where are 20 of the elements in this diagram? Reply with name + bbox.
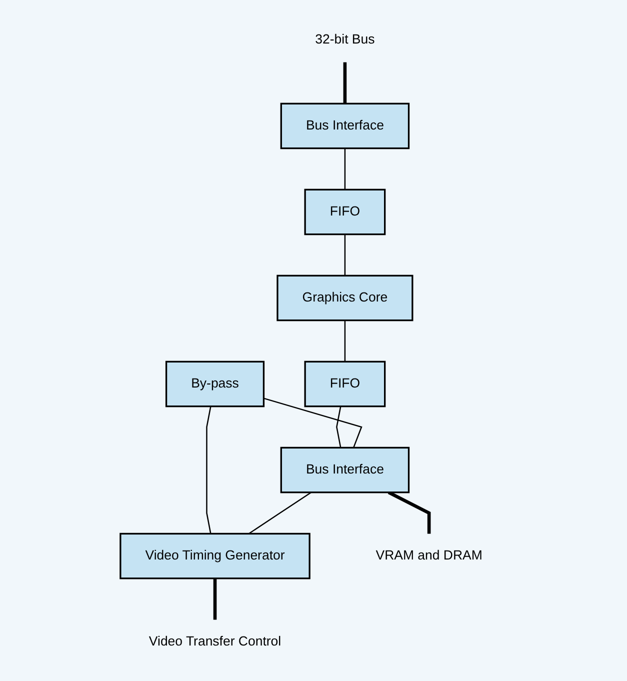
connector [388,490,430,534]
node-box: Graphics Core [276,274,413,321]
connector [263,397,362,448]
connector [336,406,341,448]
connector [213,578,216,620]
connector [248,491,312,534]
node-text: VRAM and DRAM [375,548,482,562]
node-box: FIFO [304,188,386,235]
connector [206,406,211,534]
node-box: Bus Interface [280,102,410,149]
connector [342,62,346,104]
connector [344,234,346,276]
node-text: 32-bit Bus [314,32,374,46]
connector [344,320,346,362]
node-box: FIFO [304,360,386,407]
connector [344,148,346,190]
node-box: Video Timing Generator [119,532,310,579]
node-box: By-pass [165,360,264,407]
node-text: Video Transfer Control [148,634,281,648]
node-box: Bus Interface [280,446,410,493]
